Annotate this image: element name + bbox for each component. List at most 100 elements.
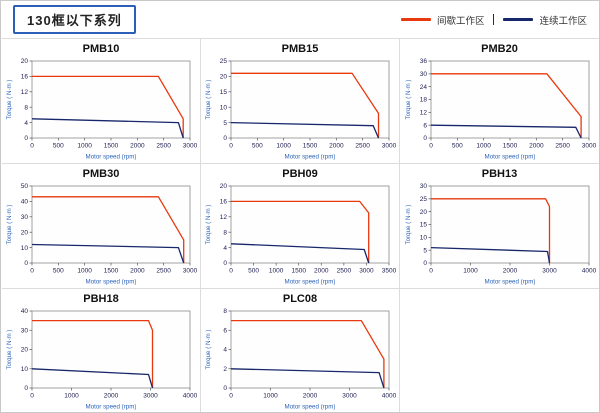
svg-text:0: 0 (24, 385, 28, 392)
svg-text:5: 5 (223, 120, 227, 127)
chart-title: PBH13 (481, 168, 518, 180)
continuous-zone-curve (31, 368, 154, 389)
svg-text:0: 0 (229, 393, 233, 400)
intermittent-zone-curve (430, 73, 582, 138)
svg-text:4000: 4000 (581, 268, 596, 275)
svg-text:500: 500 (451, 143, 462, 150)
x-axis-label: Motor speed (rpm) (484, 279, 535, 286)
svg-text:30: 30 (419, 71, 427, 78)
svg-text:2000: 2000 (329, 143, 344, 150)
y-axis-label: Torque ( N·m ) (6, 205, 13, 245)
svg-text:0: 0 (223, 135, 227, 142)
svg-text:2000: 2000 (130, 268, 145, 275)
svg-text:16: 16 (21, 74, 29, 81)
x-axis-label: Motor speed (rpm) (285, 279, 336, 286)
svg-text:2500: 2500 (555, 143, 570, 150)
y-axis-label: Torque ( N·m ) (405, 205, 412, 245)
svg-text:30: 30 (21, 214, 29, 221)
svg-text:24: 24 (419, 84, 427, 91)
chart-title: PMB15 (281, 43, 319, 55)
svg-text:1500: 1500 (502, 143, 517, 150)
svg-text:20: 20 (220, 74, 228, 81)
svg-text:4: 4 (223, 245, 227, 252)
svg-text:500: 500 (248, 268, 259, 275)
intermittent-zone-curve (32, 319, 154, 388)
svg-text:18: 18 (419, 97, 427, 104)
svg-text:0: 0 (423, 260, 427, 267)
svg-text:2500: 2500 (156, 143, 171, 150)
svg-text:8: 8 (223, 229, 227, 236)
x-axis-label: Motor speed (rpm) (285, 404, 336, 411)
svg-text:3000: 3000 (542, 268, 557, 275)
intermittent-zone-line-icon (400, 18, 431, 21)
legend-label-continuous: 连续工作区 (539, 15, 587, 27)
svg-text:0: 0 (429, 268, 433, 275)
svg-text:1000: 1000 (269, 268, 284, 275)
svg-text:1000: 1000 (463, 268, 478, 275)
svg-text:40: 40 (21, 199, 29, 206)
svg-text:20: 20 (21, 229, 29, 236)
x-axis-label: Motor speed (rpm) (86, 154, 137, 161)
svg-text:50: 50 (21, 183, 29, 190)
legend: 间歇工作区 连续工作区 (400, 13, 587, 27)
header: 130框以下系列 间歇工作区 连续工作区 (1, 1, 599, 38)
y-axis-label: Torque ( N·m ) (205, 80, 212, 120)
plot-frame (430, 185, 589, 264)
svg-text:10: 10 (21, 366, 29, 373)
svg-text:0: 0 (423, 135, 427, 142)
plot-frame (31, 185, 191, 264)
empty-cell (400, 289, 599, 412)
chart-title: PMB10 (82, 43, 120, 55)
svg-text:12: 12 (21, 89, 29, 96)
svg-text:2500: 2500 (355, 143, 370, 150)
intermittent-zone-curve (32, 75, 184, 138)
svg-text:4000: 4000 (183, 393, 198, 400)
plot-frame (230, 60, 390, 139)
svg-text:3000: 3000 (183, 143, 198, 150)
svg-text:1500: 1500 (104, 143, 119, 150)
chart-title: PBH09 (282, 168, 318, 180)
svg-text:30: 30 (419, 183, 427, 190)
legend-divider (493, 14, 495, 25)
svg-text:2000: 2000 (502, 268, 517, 275)
y-axis-label: Torque ( N·m ) (205, 205, 212, 245)
legend-label-intermittent: 间歇工作区 (436, 15, 485, 27)
y-axis-label: Torque ( N·m ) (405, 80, 412, 120)
svg-text:3000: 3000 (183, 268, 198, 275)
x-axis-label: Motor speed (rpm) (86, 404, 137, 411)
y-axis-label: Torque ( N·m ) (6, 80, 13, 120)
svg-text:0: 0 (30, 268, 34, 275)
intermittent-zone-curve (231, 319, 385, 388)
svg-text:0: 0 (229, 143, 233, 150)
svg-text:20: 20 (21, 58, 29, 65)
svg-text:500: 500 (252, 143, 263, 150)
chart-title: PMB30 (82, 168, 120, 180)
svg-text:0: 0 (229, 268, 233, 275)
intermittent-zone-curve (231, 200, 370, 263)
svg-text:3000: 3000 (382, 143, 397, 150)
svg-text:2000: 2000 (529, 143, 544, 150)
svg-text:2500: 2500 (337, 268, 352, 275)
svg-text:1000: 1000 (64, 393, 79, 400)
svg-text:3000: 3000 (342, 393, 357, 400)
svg-text:500: 500 (53, 143, 64, 150)
continuous-zone-curve (31, 118, 184, 139)
svg-text:6: 6 (223, 327, 227, 334)
continuous-zone-curve (230, 121, 380, 139)
svg-text:1000: 1000 (77, 268, 92, 275)
svg-text:20: 20 (419, 209, 427, 216)
svg-text:10: 10 (419, 235, 427, 242)
svg-text:1000: 1000 (276, 143, 291, 150)
svg-text:40: 40 (21, 308, 29, 315)
continuous-zone-curve (230, 368, 385, 389)
continuous-zone-curve (230, 243, 370, 264)
